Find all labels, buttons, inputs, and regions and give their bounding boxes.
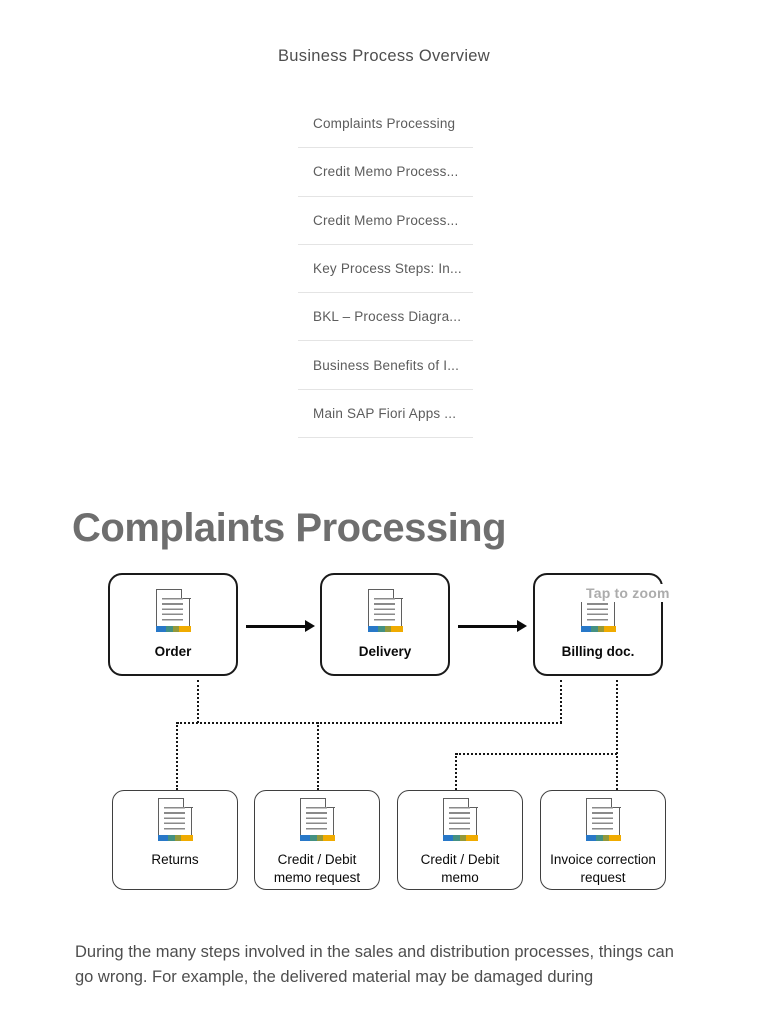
toc-item-complaints-processing[interactable]: Complaints Processing xyxy=(298,100,473,149)
diagram-node-delivery: Delivery xyxy=(320,573,450,676)
node-label: Credit / Debit memo xyxy=(420,852,500,885)
toc-item-credit-memo-process-2[interactable]: Credit Memo Process... xyxy=(298,197,473,245)
body-paragraph: During the many steps involved in the sa… xyxy=(75,943,674,986)
page-title: Business Process Overview xyxy=(278,47,490,65)
toc-item-business-benefits[interactable]: Business Benefits of I... xyxy=(298,341,473,390)
toc-item-main-sap-fiori-apps[interactable]: Main SAP Fiori Apps ... xyxy=(298,390,473,439)
node-label: Order xyxy=(154,644,192,659)
node-label: Billing doc. xyxy=(561,644,635,659)
toc-item-credit-memo-process-1[interactable]: Credit Memo Process... xyxy=(298,148,473,197)
document-icon xyxy=(585,797,621,841)
toc-item-bkl-process-diagram[interactable]: BKL – Process Diagra... xyxy=(298,293,473,342)
diagram-node-credit-debit-memo-request: Credit / Debit memo request xyxy=(254,790,380,890)
node-label: Delivery xyxy=(358,644,412,659)
document-icon xyxy=(367,588,403,632)
document-icon xyxy=(442,797,478,841)
diagram-node-invoice-correction-request: Invoice correction request xyxy=(540,790,666,890)
flow-arrow-icon xyxy=(458,620,527,633)
connector-horizontal-main xyxy=(177,722,562,724)
section-heading: Complaints Processing xyxy=(72,506,507,550)
diagram-node-credit-debit-memo: Credit / Debit memo xyxy=(397,790,523,890)
diagram-node-returns: Returns xyxy=(112,790,238,890)
table-of-contents: Complaints Processing Credit Memo Proces… xyxy=(298,100,473,439)
process-diagram[interactable]: Tap to zoom Order Delivery Billing doc. xyxy=(0,565,768,905)
connector-to-memo-request xyxy=(317,722,319,790)
flow-arrow-icon xyxy=(246,620,315,633)
node-label: Invoice correction request xyxy=(550,852,656,885)
connector-billing-left-down xyxy=(560,680,562,723)
connector-order-down xyxy=(197,680,199,723)
connector-to-returns xyxy=(176,722,178,790)
node-label: Credit / Debit memo request xyxy=(273,852,361,885)
document-icon xyxy=(299,797,335,841)
diagram-node-order: Order xyxy=(108,573,238,676)
tap-to-zoom-label: Tap to zoom xyxy=(581,584,675,602)
connector-horizontal-secondary xyxy=(456,753,617,755)
connector-billing-to-invoice xyxy=(616,680,618,790)
connector-to-credit-debit-memo xyxy=(455,753,457,790)
document-icon xyxy=(155,588,191,632)
node-label: Returns xyxy=(151,852,199,867)
document-icon xyxy=(157,797,193,841)
toc-item-key-process-steps[interactable]: Key Process Steps: In... xyxy=(298,245,473,294)
